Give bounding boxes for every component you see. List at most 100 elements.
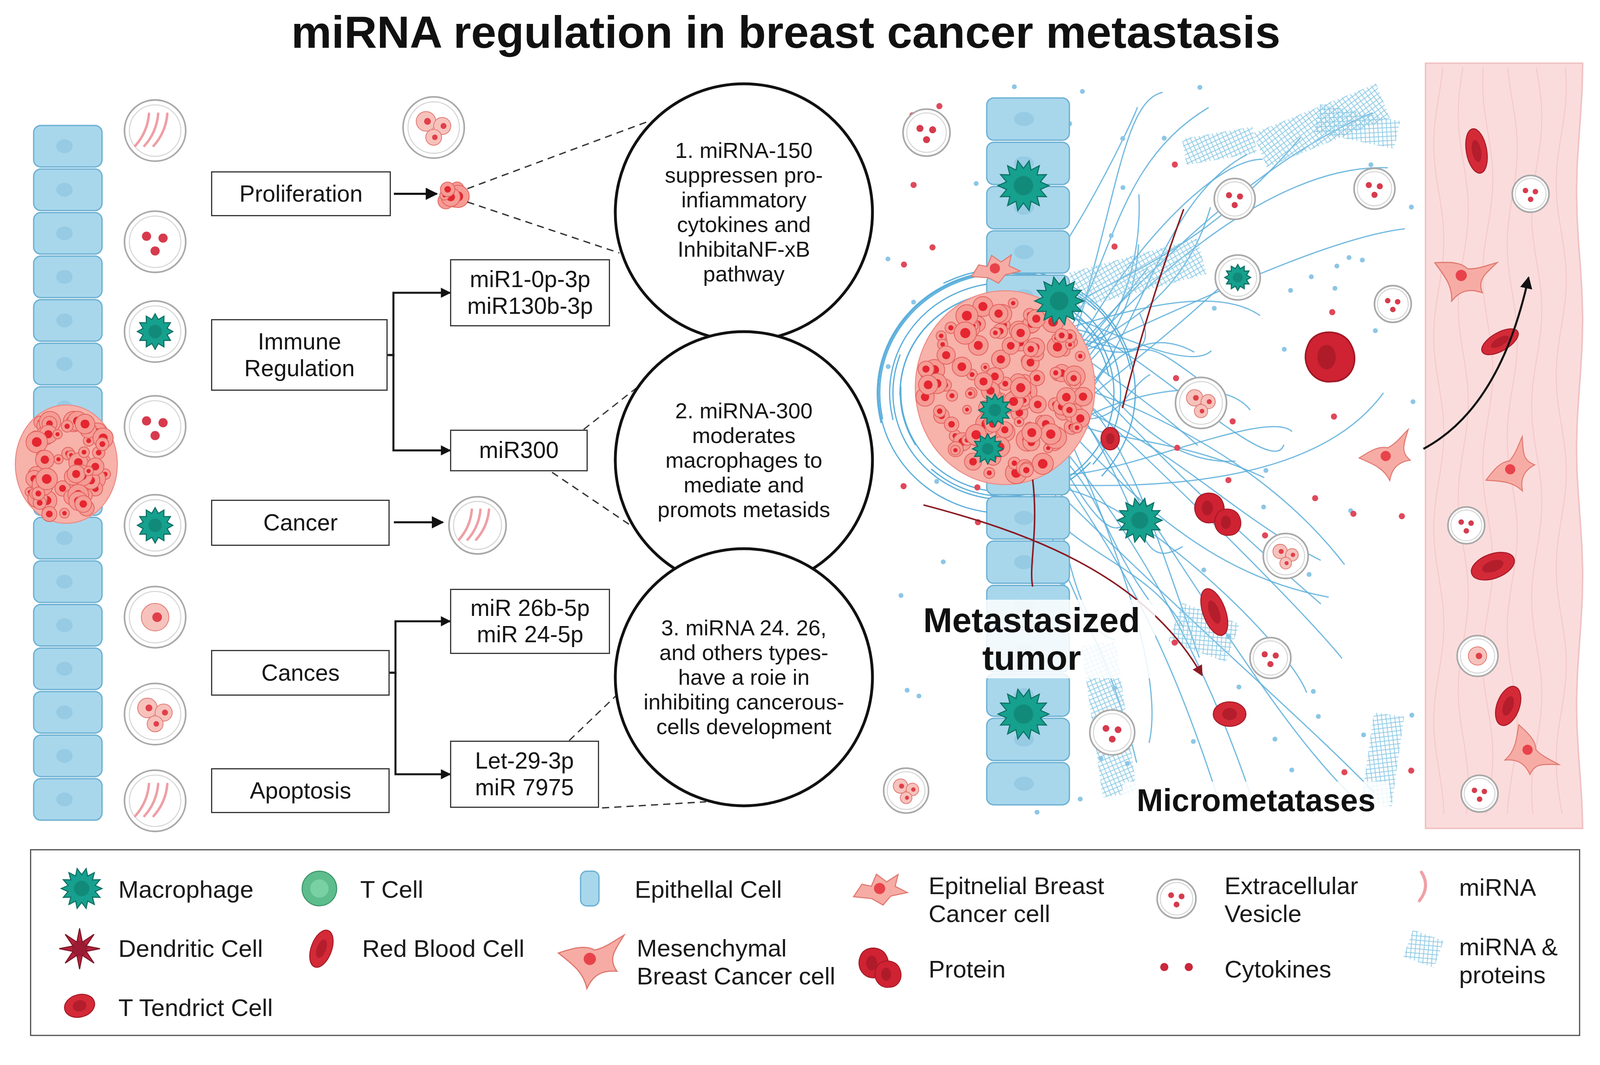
cargo-dot — [1365, 181, 1372, 188]
cytokine — [929, 244, 936, 251]
cytokine — [974, 484, 981, 491]
tumor-cell — [1027, 309, 1046, 329]
tumor-nucleus — [1006, 341, 1015, 350]
cytokine — [1346, 255, 1352, 261]
legend-icon — [305, 927, 338, 971]
tumor-cell — [917, 361, 934, 378]
cytokine — [1310, 689, 1316, 694]
tumor-cell — [918, 375, 938, 395]
extracellular-vesicle — [1263, 533, 1309, 579]
vesicle-inner — [1460, 638, 1495, 674]
dashed-connector — [569, 695, 617, 741]
cargo-dot — [1468, 520, 1475, 527]
tumor-cell — [1066, 371, 1081, 386]
mirna-protein-mesh — [1068, 238, 1207, 309]
vesicle-membrane — [1448, 507, 1485, 544]
cargo-dot — [1231, 202, 1238, 209]
box-text: Let-29-3p miR 7975 — [457, 747, 592, 801]
tumor-nucleus — [1009, 396, 1018, 406]
cargo-dot — [150, 246, 160, 256]
extracellular-vesicle — [124, 395, 186, 457]
mesenchymal-cancer-cell — [1422, 235, 1500, 313]
cargo-dot — [929, 126, 937, 134]
protein-shade — [1220, 516, 1231, 530]
tumor-cell — [75, 414, 96, 435]
cytokine — [1408, 767, 1415, 774]
tumor-nucleus — [64, 423, 70, 429]
extracellular-vesicle — [1374, 285, 1412, 323]
cargo-nucleus — [904, 795, 909, 800]
epithelial-cell — [33, 168, 103, 211]
cytokine — [1350, 510, 1357, 517]
cytokine — [1308, 274, 1314, 280]
dendritic-icon-core — [71, 941, 88, 957]
tumor-nucleus — [1032, 314, 1041, 323]
tumor-nucleus — [79, 500, 88, 508]
tumor-nucleus — [923, 380, 933, 390]
epithelial-nucleus — [56, 357, 73, 372]
tumor-nucleus — [960, 328, 971, 339]
rbc-center — [313, 938, 330, 960]
tumor-nucleus — [978, 302, 988, 312]
extracellular-vesicle — [1214, 178, 1256, 220]
vesicle-membrane — [1214, 178, 1256, 220]
epithelial-cell — [986, 762, 1070, 805]
tumor-nucleus — [1002, 380, 1009, 387]
tumor-cell — [1021, 422, 1042, 443]
cytokine — [1108, 233, 1114, 239]
tumor-cell — [1071, 422, 1082, 434]
cargo-nucleus — [145, 704, 153, 712]
dendritic-icon — [59, 928, 101, 970]
cargo-dot — [1173, 902, 1180, 908]
epithelial-nucleus — [1013, 776, 1034, 792]
cytokine — [1120, 136, 1126, 141]
tumor-cell — [1040, 424, 1062, 445]
red-blood-cell — [1467, 547, 1519, 586]
tumor-nucleus — [971, 430, 981, 440]
cytokine — [934, 479, 939, 485]
rbc-center — [1480, 557, 1506, 576]
elbow-arrow — [389, 621, 451, 673]
vesicle-membrane — [124, 211, 186, 273]
rbc-body — [1477, 323, 1523, 361]
process-box: Proliferation — [211, 171, 391, 217]
epithelial-nucleus — [56, 313, 73, 328]
tumor-nucleus — [1062, 392, 1071, 402]
red-blood-cell — [1195, 585, 1234, 640]
tumor-nucleus — [968, 391, 973, 396]
macrophage — [137, 313, 173, 350]
cargo-dot — [923, 136, 931, 143]
epithelial-cell — [33, 648, 103, 690]
info-circle: 1. miRNA-150 suppressen pro-infiammatory… — [613, 81, 875, 344]
rbc-body — [1195, 585, 1234, 640]
cargo-cell — [147, 716, 163, 732]
extracellular-vesicle — [902, 109, 950, 157]
cytokine — [904, 687, 910, 693]
rbc-center — [1205, 599, 1224, 626]
cytokine — [910, 181, 917, 188]
cargo-dot — [1178, 893, 1185, 900]
vesicle-membrane — [124, 586, 186, 649]
tumor-cell — [1019, 463, 1034, 478]
box-text: miR1-0p-3p miR130b-3p — [457, 266, 603, 320]
cargo-dot — [1476, 796, 1483, 803]
cytokine-icon — [1160, 963, 1169, 972]
legend-icon — [61, 868, 103, 909]
dashed-leader — [467, 202, 620, 254]
tumor-nucleus — [996, 355, 1005, 364]
mesenchymal-cancer-cell — [1358, 429, 1411, 481]
vesicle-inner — [129, 499, 181, 552]
macrophage-icon-core — [73, 881, 90, 897]
cell-body — [1497, 717, 1560, 780]
pointer-arrow — [393, 521, 443, 524]
cell-nucleus — [1453, 267, 1469, 284]
tumor-nucleus — [1011, 460, 1017, 466]
cargo-cell — [416, 111, 436, 132]
tumor-nucleus — [1068, 343, 1073, 348]
cytokine — [1409, 712, 1415, 718]
tumor-nucleus — [45, 510, 53, 518]
tumor-nucleus — [1033, 400, 1042, 409]
invasion-track — [1122, 209, 1184, 408]
protein-shade — [1201, 500, 1213, 516]
vesicle-membrane — [124, 100, 186, 162]
